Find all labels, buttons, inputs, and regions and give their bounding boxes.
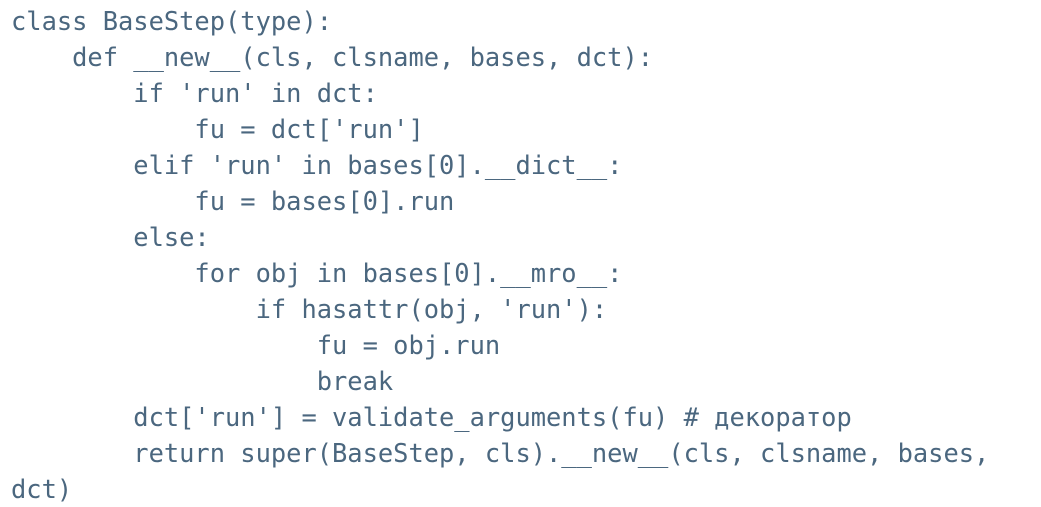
code-line-8: for obj in bases[0].__mro__: <box>11 258 623 288</box>
code-line-14: dct) <box>11 474 73 504</box>
code-line-6: fu = bases[0].run <box>11 186 455 216</box>
code-block: class BaseStep(type): def __new__(cls, c… <box>11 3 989 507</box>
code-line-11: break <box>11 366 394 396</box>
code-line-1: class BaseStep(type): <box>11 6 333 36</box>
code-line-10: fu = obj.run <box>11 330 501 360</box>
code-line-4: fu = dct['run'] <box>11 114 424 144</box>
code-line-3: if 'run' in dct: <box>11 78 378 108</box>
code-line-13: return super(BaseStep, cls).__new__(cls,… <box>11 438 990 468</box>
code-line-2: def __new__(cls, clsname, bases, dct): <box>11 42 654 72</box>
code-line-7: else: <box>11 222 210 252</box>
code-line-12: dct['run'] = validate_arguments(fu) # де… <box>11 402 852 432</box>
code-line-9: if hasattr(obj, 'run'): <box>11 294 608 324</box>
code-line-5: elif 'run' in bases[0].__dict__: <box>11 150 623 180</box>
